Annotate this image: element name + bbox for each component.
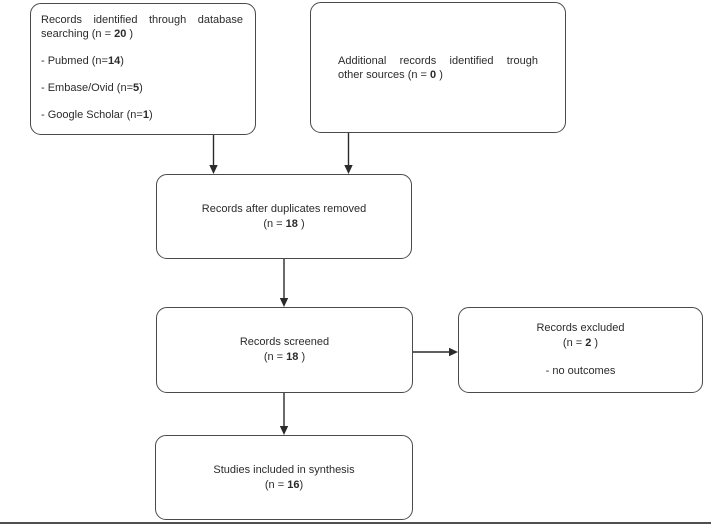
- figure-bottom-border: [0, 522, 711, 524]
- arrow-duplicates-to-screened: [279, 259, 289, 307]
- box-studies-included: Studies included in synthesis (n = 16): [155, 435, 413, 520]
- box-included-line1: Studies included in synthesis: [213, 463, 355, 476]
- box-included-count: (n = 16): [265, 478, 303, 493]
- box-additional-line1: Additional records identified trough: [338, 54, 538, 67]
- count-prefix: (n =: [264, 478, 288, 491]
- source-suffix: ): [148, 109, 153, 121]
- arrow-screened-to-included: [279, 393, 289, 435]
- box-records-screened: Records screened (n = 18 ): [156, 307, 413, 393]
- box-database-heading-line1: Records identified through database: [41, 14, 243, 26]
- count-value: 2: [585, 337, 592, 349]
- box-screened-count: (n = 18 ): [264, 350, 305, 365]
- source-prefix: - Pubmed (n=: [41, 55, 108, 67]
- count-prefix: searching (n =: [41, 28, 115, 40]
- box-database-heading-line2: searching (n = 20 ): [41, 27, 243, 41]
- source-count: 1: [142, 109, 149, 121]
- count-value: 0: [430, 68, 437, 81]
- box-additional-line2: other sources (n = 0 ): [338, 68, 538, 82]
- arrow-database-to-duplicates: [209, 135, 218, 174]
- count-value: 18: [286, 351, 299, 363]
- box-excluded-line1: Records excluded: [536, 322, 625, 334]
- count-value: 18: [285, 217, 298, 230]
- source-prefix: - Embase/Ovid (n=: [41, 82, 134, 94]
- arrow-screened-to-excluded: [413, 347, 458, 357]
- box-database-records: Records identified through database sear…: [30, 3, 256, 135]
- count-suffix: ): [297, 217, 305, 230]
- source-count: 14: [107, 55, 121, 67]
- box-additional-records: Additional records identified trough oth…: [310, 2, 566, 133]
- count-value: 20: [114, 28, 127, 40]
- box-excluded-reason: - no outcomes: [545, 365, 616, 377]
- source-suffix: ): [139, 82, 143, 94]
- box-screened-line1: Records screened: [239, 336, 330, 348]
- box-duplicates-count: (n = 18 ): [263, 217, 304, 232]
- source-item-embase: - Embase/Ovid (n=5): [41, 81, 243, 95]
- count-prefix: (n =: [263, 217, 286, 230]
- count-suffix: ): [436, 68, 443, 81]
- source-prefix: - Google Scholar (n=: [41, 109, 143, 121]
- source-item-google-scholar: - Google Scholar (n=1): [41, 108, 243, 122]
- count-prefix: other sources (n =: [338, 68, 431, 81]
- count-prefix: (n =: [562, 337, 586, 349]
- count-suffix: ): [298, 351, 306, 363]
- count-suffix: ): [591, 337, 599, 349]
- arrow-additional-to-duplicates: [344, 133, 353, 174]
- source-item-pubmed: - Pubmed (n=14): [41, 54, 243, 68]
- count-value: 16: [287, 478, 300, 491]
- source-count: 5: [133, 82, 140, 94]
- box-records-excluded: Records excluded (n = 2 ) - no outcomes: [458, 307, 703, 393]
- count-suffix: ): [299, 478, 304, 491]
- source-suffix: ): [120, 55, 124, 67]
- count-prefix: (n =: [263, 351, 287, 363]
- box-excluded-count: (n = 2 ): [563, 336, 598, 351]
- box-duplicates-removed: Records after duplicates removed (n = 18…: [156, 174, 412, 259]
- box-duplicates-line1: Records after duplicates removed: [201, 202, 367, 215]
- count-suffix: ): [126, 28, 134, 40]
